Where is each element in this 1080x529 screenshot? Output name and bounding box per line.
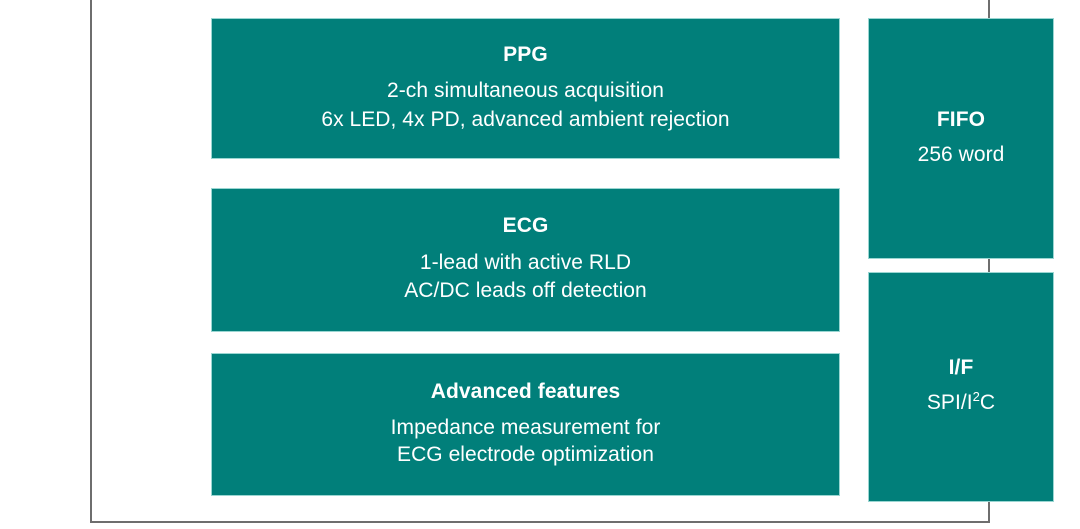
block-ppg: PPG 2-ch simultaneous acquisition 6x LED… <box>211 18 840 159</box>
block-fifo: FIFO 256 word <box>868 18 1054 259</box>
diagram-frame: PPG 2-ch simultaneous acquisition 6x LED… <box>90 0 1054 523</box>
block-advanced-features-line-1: Impedance measurement for <box>390 416 661 439</box>
block-ecg: ECG 1-lead with active RLD AC/DC leads o… <box>211 188 840 332</box>
block-ppg-title: PPG <box>503 42 548 66</box>
block-interface-line-1: SPI/I2C <box>926 389 996 415</box>
block-advanced-features-line-2: ECG electrode optimization <box>397 442 654 466</box>
block-ecg-title: ECG <box>502 214 549 238</box>
block-ppg-line-2: 6x LED, 4x PD, advanced ambient rejectio… <box>321 107 730 131</box>
block-ppg-line-1: 2-ch simultaneous acquisition <box>387 79 664 103</box>
block-interface: I/F SPI/I2C <box>868 272 1054 502</box>
block-interface-title: I/F <box>948 356 974 380</box>
block-advanced-features: Advanced features Impedance measurement … <box>211 353 840 496</box>
block-fifo-title: FIFO <box>936 107 986 131</box>
block-fifo-line-1: 256 word <box>917 142 1005 166</box>
block-ecg-line-1: 1-lead with active RLD <box>419 250 632 274</box>
block-ecg-line-2: AC/DC leads off detection <box>404 279 647 303</box>
block-advanced-features-title: Advanced features <box>430 380 621 404</box>
